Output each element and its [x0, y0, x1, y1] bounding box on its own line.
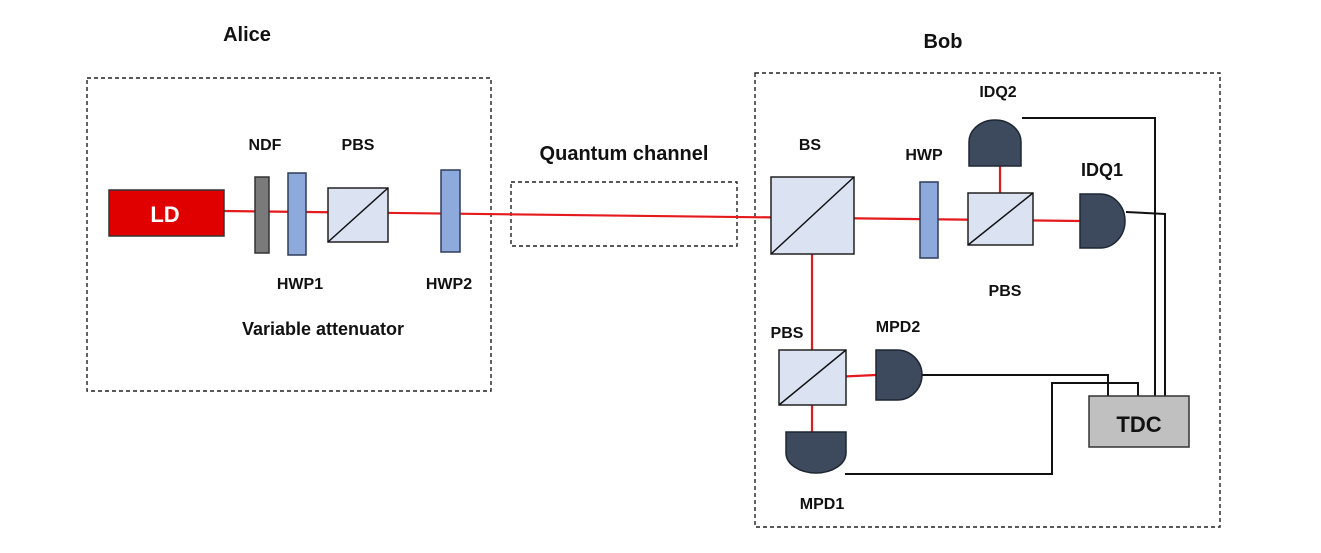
variable-attenuator-label: Variable attenuator [242, 319, 404, 339]
alice-title: Alice [223, 24, 271, 46]
pbs-bob-lower-diagonal [778, 349, 847, 406]
tdc-box [1088, 395, 1190, 448]
pbs-bob-lower-label: PBS [771, 325, 804, 342]
hwp2-label: HWP2 [426, 276, 472, 293]
ndf-label: NDF [249, 137, 282, 154]
idq2-label: IDQ2 [979, 84, 1016, 101]
wire-mpd1-tdc [845, 382, 1139, 475]
pbs-alice-diagonal [327, 187, 389, 243]
idq2-detector [968, 119, 1022, 167]
bob-box [754, 72, 1221, 528]
beam-splitter-diagonal [770, 176, 855, 255]
tdc-label: TDC [1116, 412, 1161, 437]
hwp1-plate [287, 172, 307, 256]
pbs-alice-label: PBS [342, 137, 375, 154]
idq1-detector [1079, 193, 1126, 249]
hwp-bob-plate [919, 181, 939, 259]
hwp1-label: HWP1 [277, 276, 323, 293]
alice-box [86, 77, 492, 392]
mpd1-label: MPD1 [800, 496, 845, 513]
bs-label: BS [799, 137, 822, 154]
idq1-label: IDQ1 [1081, 160, 1123, 180]
pbs-bob-upper-label: PBS [989, 283, 1022, 300]
bob-title: Bob [924, 31, 963, 53]
neutral-density-filter [254, 176, 270, 254]
ld-label: LD [150, 202, 179, 227]
laser-diode [108, 189, 225, 237]
wire-mpd2-tdc [922, 374, 1109, 396]
hwp-bob-label: HWP [905, 147, 943, 164]
mpd1-detector [785, 431, 847, 474]
mpd2-label: MPD2 [876, 319, 921, 336]
wire-idq1-tdc [1125, 211, 1166, 396]
hwp2-plate [440, 169, 461, 253]
quantum-channel-label: Quantum channel [540, 143, 709, 165]
pbs-bob-upper-diagonal [967, 192, 1034, 246]
wire-idq2-tdc [1022, 117, 1156, 396]
mpd2-detector [875, 349, 923, 401]
